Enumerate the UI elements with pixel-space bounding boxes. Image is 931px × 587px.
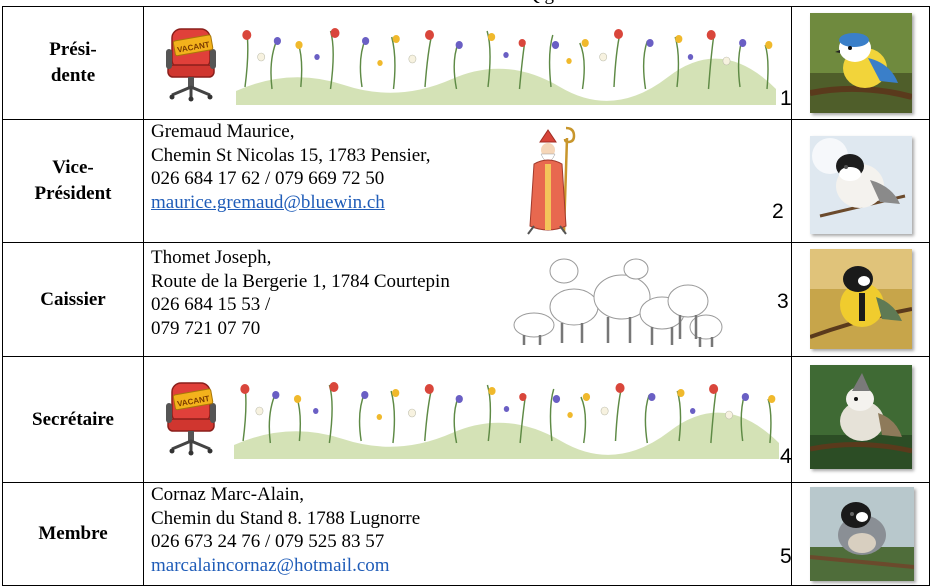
- committee-table: Prési- dente VACANT 1 Vice- Président Gr…: [2, 6, 930, 586]
- role-label: Caissier: [40, 288, 106, 310]
- photo-cell: [791, 482, 930, 586]
- role-cell: Secrétaire: [2, 356, 144, 483]
- wildflower-strip-icon: [234, 381, 779, 460]
- member-name: Cornaz Marc-Alain,: [151, 484, 304, 505]
- content-cell: Cornaz Marc-Alain, Chemin du Stand 8. 17…: [143, 482, 792, 586]
- member-email-link[interactable]: marcalaincornaz@hotmail.com: [151, 554, 390, 576]
- table-row: Secrétaire VACANT 4: [2, 356, 930, 483]
- role-cell: Vice- Président: [2, 119, 144, 243]
- sheep-flock-icon: [513, 258, 723, 347]
- table-row: Vice- Président Gremaud Maurice, Chemin …: [2, 119, 930, 243]
- saint-nicolas-icon: [527, 126, 576, 235]
- photo-cell: [791, 356, 930, 483]
- member-name: Gremaud Maurice,: [151, 121, 295, 142]
- header-fragment: Q g: [0, 0, 931, 4]
- vacant-chair-icon: VACANT: [164, 27, 218, 103]
- row-number: 4: [780, 445, 792, 468]
- photo-cell: [791, 6, 930, 120]
- member-email-link[interactable]: maurice.gremaud@bluewin.ch: [151, 191, 385, 213]
- coal-tit-icon: [810, 487, 914, 581]
- role-cell: Prési- dente: [2, 6, 144, 120]
- crested-tit-icon: [810, 365, 912, 469]
- member-address: Chemin St Nicolas 15, 1783 Pensier,: [151, 144, 431, 166]
- wildflower-strip-icon: [236, 27, 776, 106]
- photo-cell: [791, 242, 930, 357]
- member-phone: 026 684 17 62 / 079 669 72 50: [151, 168, 385, 189]
- content-cell: VACANT 1: [143, 6, 792, 120]
- role-label: Secrétaire: [32, 408, 114, 430]
- role-cell: Membre: [2, 482, 144, 586]
- content-cell: VACANT 4: [143, 356, 792, 483]
- vacant-chair-icon: VACANT: [164, 381, 218, 457]
- row-number: 5: [780, 545, 792, 568]
- marsh-tit-icon: [810, 136, 912, 234]
- member-phone: 026 673 24 76 / 079 525 83 57: [151, 531, 385, 552]
- great-tit-icon: [810, 249, 912, 349]
- photo-cell: [791, 119, 930, 243]
- member-phone-mobile: 079 721 07 70: [151, 317, 261, 339]
- role-label: Vice- Président: [34, 157, 112, 204]
- member-address: Chemin du Stand 8. 1788 Lugnorre: [151, 507, 421, 529]
- table-row: Membre Cornaz Marc-Alain, Chemin du Stan…: [2, 482, 930, 586]
- member-address: Route de la Bergerie 1, 1784 Courtepin: [151, 270, 450, 292]
- row-number: 3: [777, 290, 789, 313]
- role-label: Membre: [38, 523, 108, 544]
- table-row: Caissier Thomet Joseph, Route de la Berg…: [2, 242, 930, 357]
- content-cell: Gremaud Maurice, Chemin St Nicolas 15, 1…: [143, 119, 792, 243]
- member-name: Thomet Joseph,: [151, 247, 272, 268]
- blue-tit-icon: [810, 13, 912, 113]
- row-number: 2: [772, 200, 784, 223]
- member-phone: 026 684 15 53 /: [151, 294, 271, 315]
- row-number: 1: [780, 87, 792, 110]
- content-cell: Thomet Joseph, Route de la Bergerie 1, 1…: [143, 242, 792, 357]
- role-label: Prési- dente: [49, 39, 97, 86]
- role-cell: Caissier: [2, 242, 144, 357]
- table-row: Prési- dente VACANT 1: [2, 6, 930, 120]
